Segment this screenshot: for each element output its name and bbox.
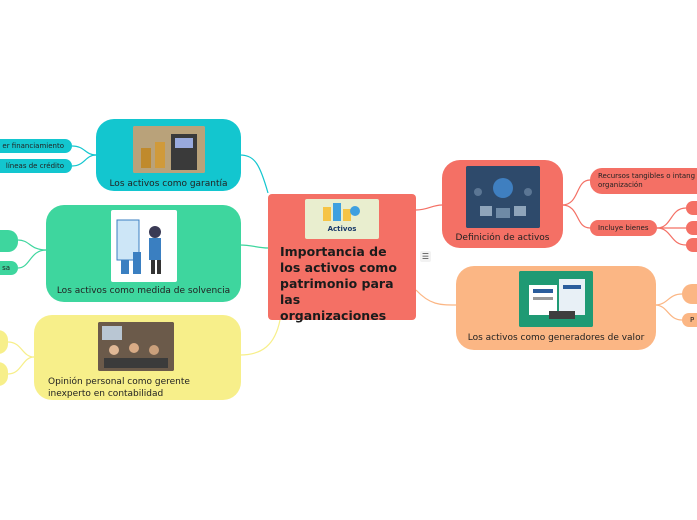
definicion-sub-1[interactable] xyxy=(686,201,697,215)
activos-image-label: Activos xyxy=(327,225,357,233)
activos-image: Activos xyxy=(305,199,379,239)
valor-label: Los activos como generadores de valor xyxy=(467,333,645,343)
opinion-image xyxy=(98,322,174,371)
solvencia-label: Los activos como medida de solvencia xyxy=(56,286,231,296)
opinion-label: Opinión personal como gerente inexperto … xyxy=(48,377,190,399)
solvencia-child-1[interactable] xyxy=(0,230,18,252)
opinion-child-2[interactable] xyxy=(0,362,8,386)
node-solvencia[interactable]: Los activos como medida de solvencia xyxy=(46,205,241,302)
valor-child-2-label: P xyxy=(690,316,695,324)
garantia-child-2[interactable]: líneas de crédito xyxy=(0,159,72,173)
garantia-label: Los activos como garantía xyxy=(109,179,228,189)
definicion-child-2[interactable]: Incluye bienes xyxy=(590,220,657,236)
definicion-child-2-label: Incluye bienes xyxy=(598,224,649,232)
node-definicion[interactable]: Definición de activos xyxy=(442,160,563,248)
garantia-child-1[interactable]: er financiamiento xyxy=(0,139,72,153)
node-garantia[interactable]: Los activos como garantía xyxy=(96,119,241,191)
definicion-sub-3[interactable] xyxy=(686,238,697,252)
valor-image xyxy=(519,271,593,327)
definicion-label: Definición de activos xyxy=(455,233,550,243)
definicion-image xyxy=(465,166,540,228)
opinion-child-1[interactable] xyxy=(0,330,8,354)
central-topic-title: Importancia de los activos como patrimon… xyxy=(280,244,397,323)
valor-child-2[interactable]: P xyxy=(682,313,697,327)
solvencia-child-2[interactable]: sa xyxy=(0,261,18,275)
definicion-sub-2[interactable] xyxy=(686,221,697,235)
node-valor[interactable]: Los activos como generadores de valor xyxy=(456,266,656,350)
menu-icon[interactable]: ☰ xyxy=(420,251,431,262)
valor-child-1[interactable] xyxy=(682,284,697,304)
solvencia-child-2-label: sa xyxy=(2,264,10,272)
definicion-child-1-label: Recursos tangibles o intang organización xyxy=(598,172,696,189)
garantia-image xyxy=(132,126,205,173)
definicion-child-1[interactable]: Recursos tangibles o intang organización xyxy=(590,168,697,194)
garantia-child-1-label: er financiamiento xyxy=(2,142,64,150)
central-topic[interactable]: Activos Importancia de los activos como … xyxy=(268,194,416,323)
node-opinion[interactable]: Opinión personal como gerente inexperto … xyxy=(34,315,241,400)
solvencia-image xyxy=(110,210,177,282)
garantia-child-2-label: líneas de crédito xyxy=(5,162,64,170)
